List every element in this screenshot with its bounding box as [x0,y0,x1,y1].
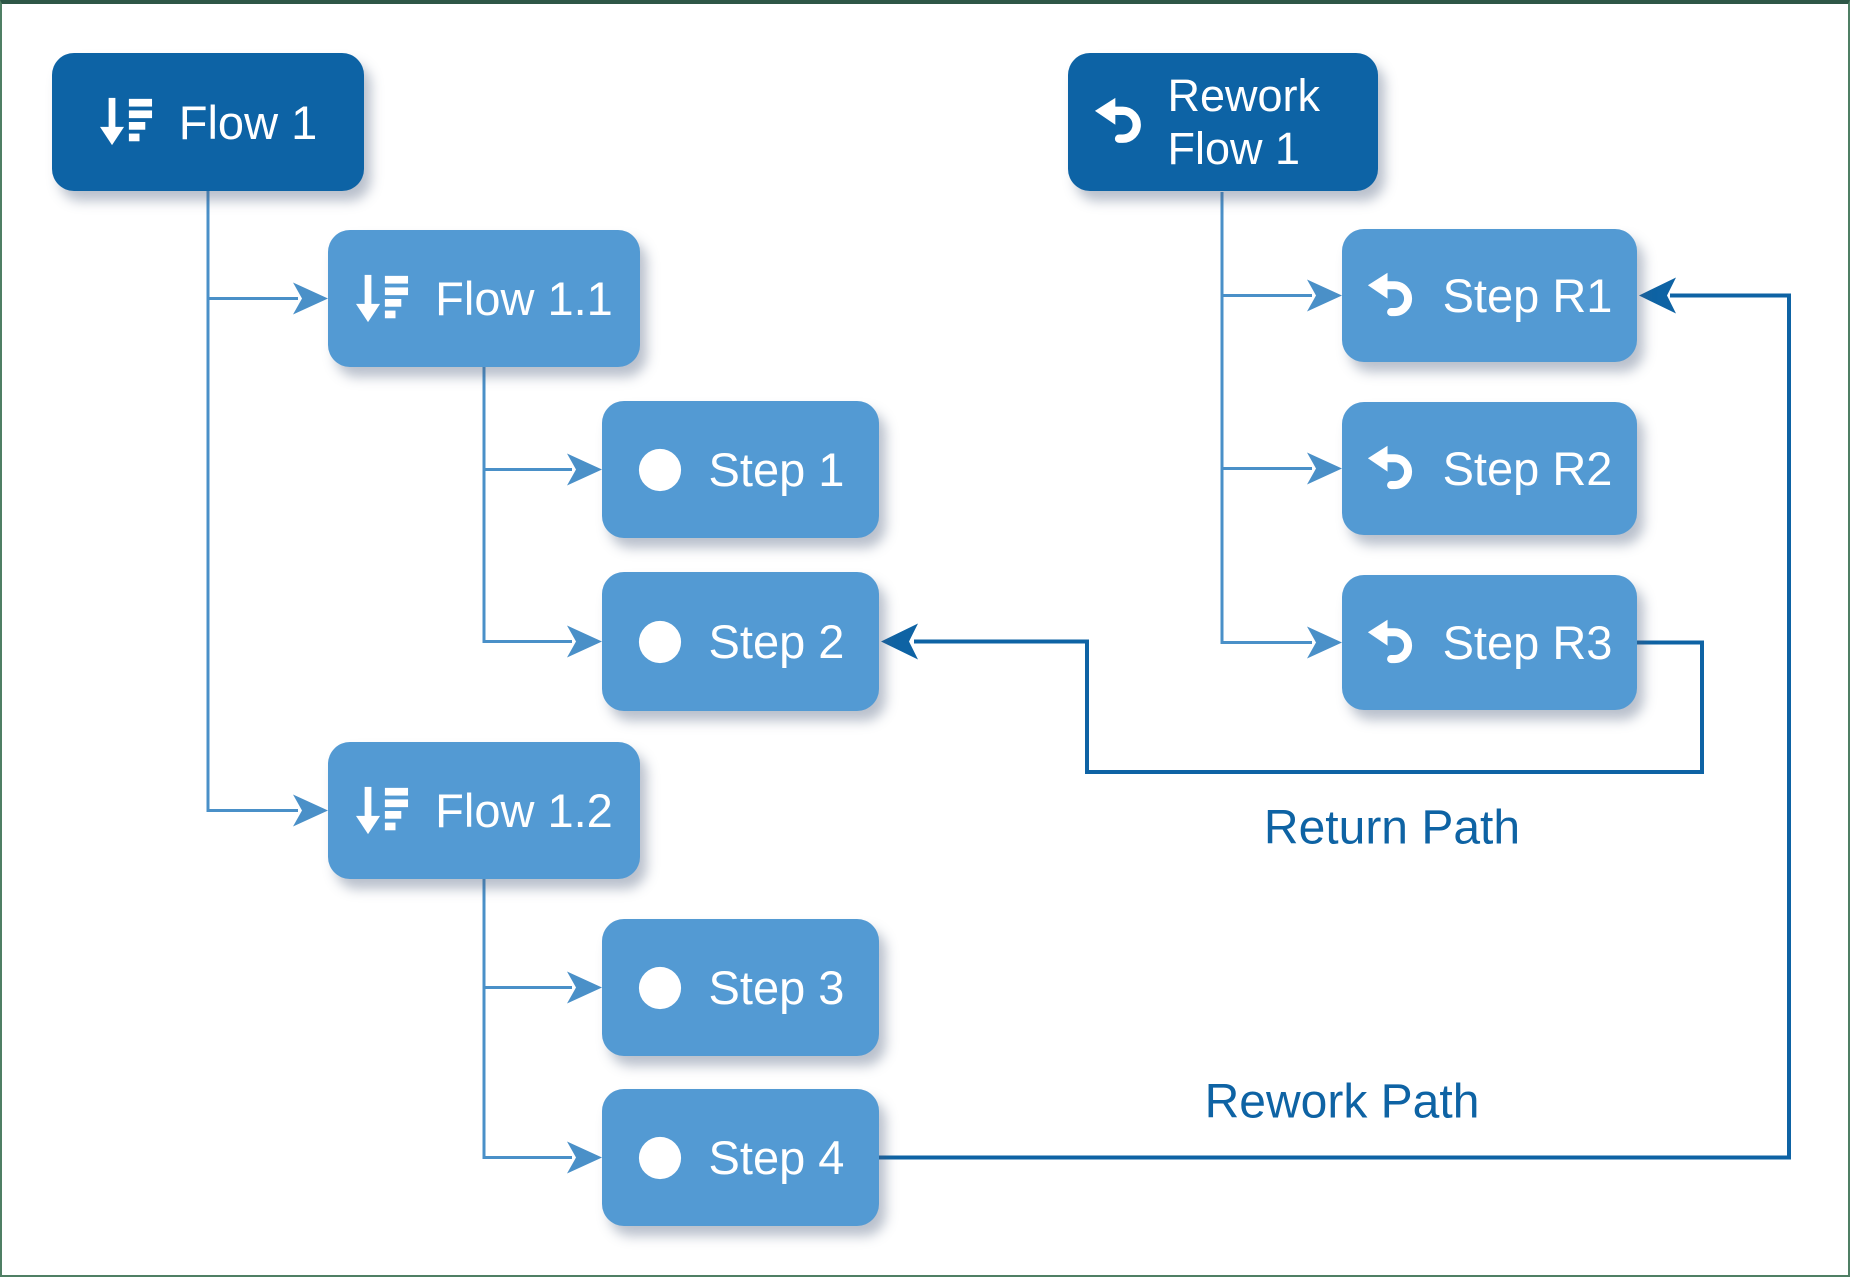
circle-icon [638,966,681,1009]
tree-connector-lines [206,191,1312,1159]
node-step-1[interactable]: Step 1 [602,401,879,538]
node-flow-1-2[interactable]: Flow 1.2 [328,742,640,879]
node-label: Step R1 [1442,269,1613,322]
node-rework-flow-1[interactable]: Rework Flow 1 [1068,53,1378,191]
node-step-2[interactable]: Step 2 [602,572,879,711]
node-flow-1[interactable]: Flow 1 [52,53,364,191]
node-label: Step R3 [1442,616,1613,669]
tree-arrowheads [293,279,1342,1174]
rework-path-label: Rework Path [1204,1075,1480,1129]
node-step-r3[interactable]: Step R3 [1342,575,1637,710]
node-flow-1-1[interactable]: Flow 1.1 [328,230,640,367]
return-path-label: Return Path [1263,801,1521,855]
return-path-arrowhead [881,623,918,660]
sort-descending-icon [99,97,152,146]
node-label: Flow 1.2 [435,784,613,837]
undo-icon [1367,272,1412,316]
circle-icon [638,448,681,491]
circle-icon [638,620,681,663]
node-label: Step 1 [708,443,845,496]
node-step-4[interactable]: Step 4 [602,1089,879,1226]
node-label: Step 2 [708,615,845,668]
node-label: Flow 1 [178,95,318,149]
rework-path-arrowhead [1639,277,1676,314]
sort-descending-icon [356,786,409,834]
node-label: Flow 1.1 [435,272,613,325]
connector-layer [206,191,1791,1174]
rework-path-line [879,277,1791,1160]
node-label: Rework Flow 1 [1167,69,1321,174]
undo-icon [1367,445,1412,489]
node-label: Step 3 [708,961,845,1014]
node-step-r1[interactable]: Step R1 [1342,229,1637,362]
sort-descending-icon [356,274,409,322]
return-path-line [881,623,1704,774]
node-label: Step 4 [708,1131,845,1184]
undo-icon [1367,619,1412,663]
undo-icon [1094,97,1141,143]
circle-icon [638,1136,681,1179]
node-label: Step R2 [1442,442,1613,495]
node-step-r2[interactable]: Step R2 [1342,402,1637,535]
node-step-3[interactable]: Step 3 [602,919,879,1056]
